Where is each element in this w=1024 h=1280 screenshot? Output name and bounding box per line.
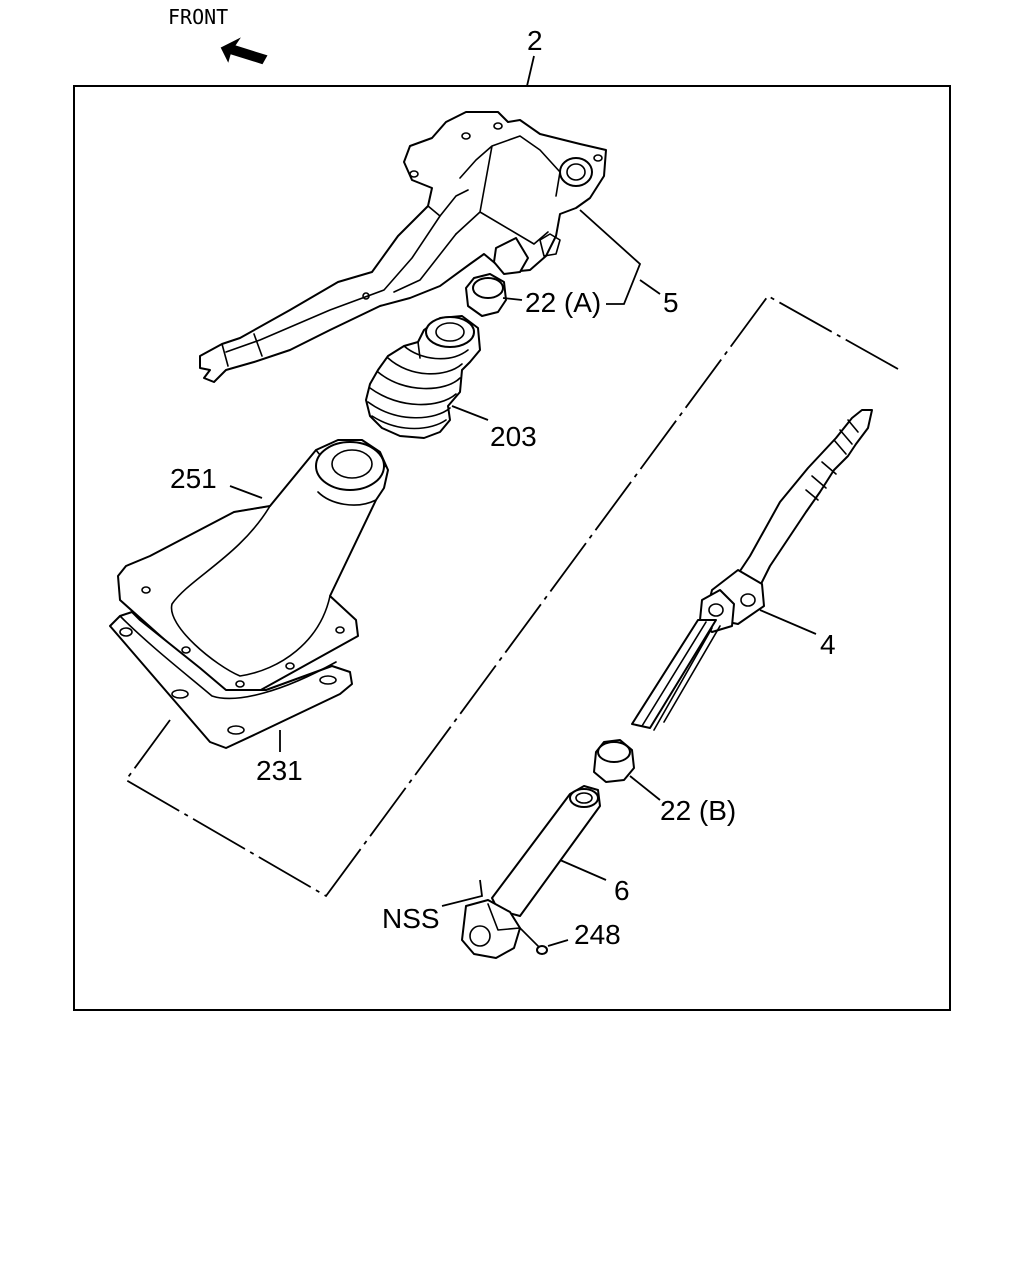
shift-shaft-part (631, 409, 873, 731)
assembly-leader (526, 55, 535, 87)
bolt-callout: 248 (574, 919, 621, 950)
shift-bracket-part (199, 111, 607, 383)
front-arrow-icon (220, 37, 268, 65)
bushing-b-callout: 22 (B) (660, 795, 736, 826)
cover-callout: 251 (170, 463, 217, 494)
assembly-dash-lines (124, 294, 899, 898)
boot-callout: 203 (490, 421, 537, 452)
bracket-callout: 5 (663, 287, 679, 318)
gasket-callout: 231 (256, 755, 303, 786)
assembly-callout-label: 2 (527, 25, 543, 56)
lower-shaft-part (461, 785, 601, 959)
diagram-frame (73, 85, 951, 1011)
nss-callout: NSS (382, 903, 440, 934)
bushing-a-part (465, 273, 507, 317)
gasket-part (109, 611, 353, 749)
leader-lines (229, 209, 817, 947)
bushing-b-part (593, 739, 635, 783)
lower-shaft-callout: 6 (614, 875, 630, 906)
shaft-callout: 4 (820, 629, 836, 660)
boot-part (365, 315, 481, 439)
bushing-a-callout: 22 (A) (525, 287, 601, 318)
bolt-part (519, 927, 548, 955)
front-label: FRONT (168, 5, 228, 29)
